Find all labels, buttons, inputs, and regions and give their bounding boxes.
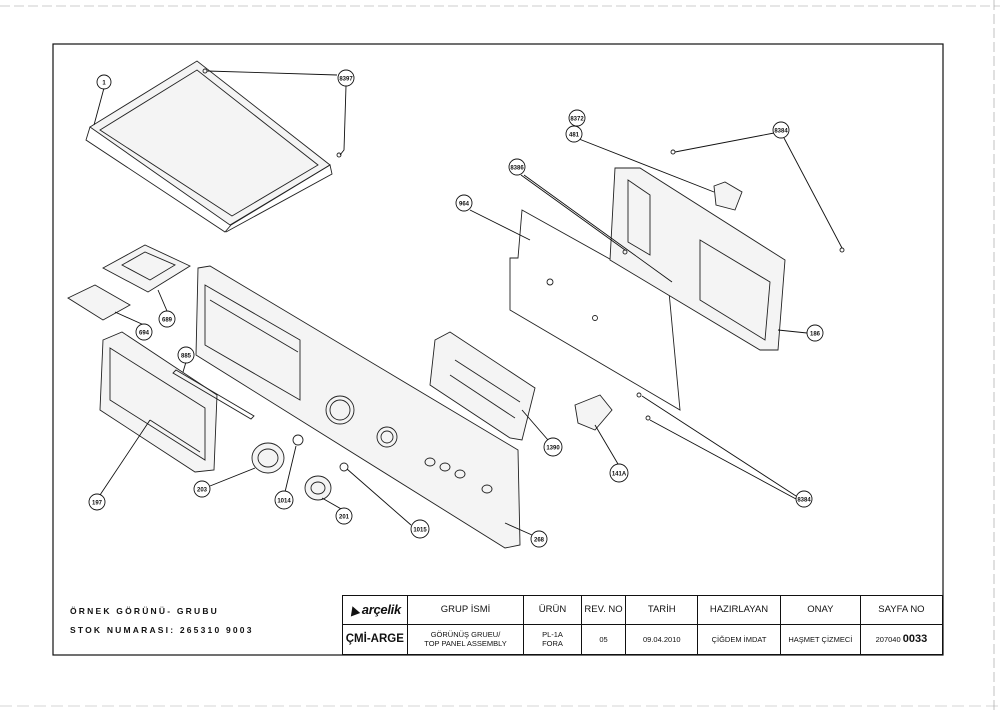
- svg-text:203: 203: [197, 488, 208, 494]
- svg-text:1015: 1015: [413, 528, 427, 534]
- rev-header: REV. NO: [580, 595, 627, 625]
- callout-689: 689: [158, 310, 176, 328]
- product-header: ÜRÜN: [523, 595, 582, 625]
- callout-141a: 141A: [609, 463, 629, 483]
- callout-694: 694: [135, 323, 153, 341]
- svg-text:8384: 8384: [797, 498, 811, 504]
- part-top-lid: [85, 60, 342, 233]
- part-knob-203: [251, 442, 285, 474]
- svg-text:186: 186: [810, 332, 821, 338]
- callout-8372: 8372: [568, 109, 586, 127]
- part-drawer-front: [99, 331, 218, 473]
- part-1015-spindle: [339, 462, 349, 472]
- svg-text:8397: 8397: [339, 77, 353, 83]
- svg-text:885: 885: [181, 354, 192, 360]
- part-694-sheet: [67, 284, 131, 321]
- callout-197: 197: [88, 493, 106, 511]
- part-1014-spindle: [292, 434, 304, 446]
- page-header: SAYFA NO: [859, 595, 944, 625]
- group-name-label: ÖRNEK GÖRÜNÜ- GRUBU: [70, 606, 219, 616]
- callout-8386: 8386: [508, 158, 526, 176]
- stock-number-label: STOK NUMARASI: 265310 9003: [70, 625, 254, 635]
- prepared-header: HAZIRLAYAN: [697, 595, 781, 625]
- part-885-rod: [172, 369, 255, 420]
- callout-8397: 8397: [337, 69, 355, 87]
- callout-1015: 1015: [410, 519, 430, 539]
- svg-text:8372: 8372: [570, 117, 584, 123]
- part-689-plate: [102, 244, 191, 293]
- svg-text:8384: 8384: [774, 129, 788, 135]
- svg-text:268: 268: [534, 538, 545, 544]
- part-186-electronic-card: [609, 167, 786, 351]
- part-button-holder: [429, 331, 536, 441]
- callout-186: 186: [806, 324, 824, 342]
- svg-text:201: 201: [339, 515, 350, 521]
- part-481-clip: [713, 181, 743, 211]
- callout-bubbles: 1 8397 8372 481 8384 8386 964 689 694 88…: [88, 69, 824, 548]
- svg-text:8386: 8386: [510, 166, 524, 172]
- department-value: ÇMİ-ARGE: [342, 623, 408, 656]
- approval-header: ONAY: [779, 595, 861, 625]
- title-block: arçelik GRUP İSMİ ÜRÜN REV. NO TARİH HAZ…: [342, 595, 944, 656]
- group-header: GRUP İSMİ: [406, 595, 525, 625]
- callout-885: 885: [177, 346, 195, 364]
- part-control-panel: [195, 265, 521, 549]
- callout-1: 1: [96, 74, 112, 90]
- group-name-value: GÖRÜNÜŞ GRUEU/TOP PANEL ASSEMBLY: [406, 623, 525, 656]
- svg-text:964: 964: [459, 202, 470, 208]
- svg-text:1: 1: [102, 81, 106, 87]
- svg-text:141A: 141A: [612, 472, 627, 478]
- callout-1014: 1014: [274, 490, 294, 510]
- svg-text:481: 481: [569, 133, 580, 139]
- date-value: 09.04.2010: [625, 623, 699, 656]
- page-number-value: 207040 0033: [859, 623, 944, 656]
- svg-text:197: 197: [92, 501, 103, 507]
- prepared-value: ÇİĞDEM İMDAT: [697, 623, 781, 656]
- callout-8384-top: 8384: [772, 121, 790, 139]
- callout-1390: 1390: [543, 437, 563, 457]
- callout-481: 481: [565, 125, 583, 143]
- group-labels: ÖRNEK GÖRÜNÜ- GRUBU STOK NUMARASI: 26531…: [70, 606, 254, 644]
- part-knob-201: [304, 475, 332, 501]
- leader-lines: [93, 70, 843, 536]
- svg-text:1014: 1014: [277, 499, 291, 505]
- part-141a-connector: [574, 394, 613, 431]
- callout-203: 203: [193, 480, 211, 498]
- callout-8384-bottom: 8384: [795, 490, 813, 508]
- svg-text:1390: 1390: [546, 446, 560, 452]
- date-header: TARİH: [625, 595, 699, 625]
- callout-964: 964: [455, 194, 473, 212]
- svg-text:689: 689: [162, 318, 173, 324]
- drawing-frame: [52, 43, 944, 656]
- approval-value: HAŞMET ÇİZMECİ: [779, 623, 861, 656]
- callout-201: 201: [335, 507, 353, 525]
- rev-value: 05: [580, 623, 627, 656]
- callout-268: 268: [530, 530, 548, 548]
- svg-text:694: 694: [139, 331, 150, 337]
- brand-logo: arçelik: [342, 595, 408, 625]
- brand-mark-icon: [347, 604, 361, 617]
